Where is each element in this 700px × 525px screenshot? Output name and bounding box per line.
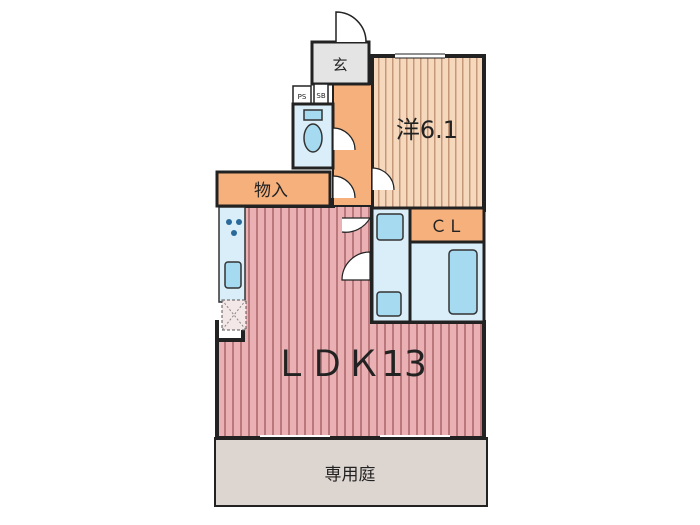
washer-space-icon xyxy=(376,291,402,317)
garden-label: 専用庭 xyxy=(325,465,376,485)
stove-burner-icon xyxy=(236,219,242,225)
toilet-tank-icon xyxy=(303,109,323,121)
door-swing xyxy=(341,217,372,233)
entrance-door-swing xyxy=(335,11,367,43)
garden-area xyxy=(214,437,488,507)
storage-area xyxy=(215,170,332,208)
bathtub-icon xyxy=(448,249,478,315)
door-swing xyxy=(332,175,356,199)
wash-basin-icon xyxy=(376,213,404,241)
stove-burner-icon xyxy=(231,230,237,236)
stove-burner-icon xyxy=(226,219,232,225)
storage-label: 物入 xyxy=(254,181,288,201)
door-swing xyxy=(371,167,395,191)
ldk-label: ＬＤＫ13 xyxy=(273,344,427,385)
closet-label: ＣＬ xyxy=(430,217,464,237)
toilet-bowl-icon xyxy=(303,123,323,153)
door-swing xyxy=(341,251,371,281)
sb-label: SB xyxy=(316,92,325,100)
entrance-label: 玄 xyxy=(332,56,347,74)
western-room-label: 洋6.1 xyxy=(396,116,458,144)
door-swing xyxy=(332,127,356,151)
ps-label: PS xyxy=(298,93,307,101)
kitchen-sink-icon xyxy=(224,261,242,289)
